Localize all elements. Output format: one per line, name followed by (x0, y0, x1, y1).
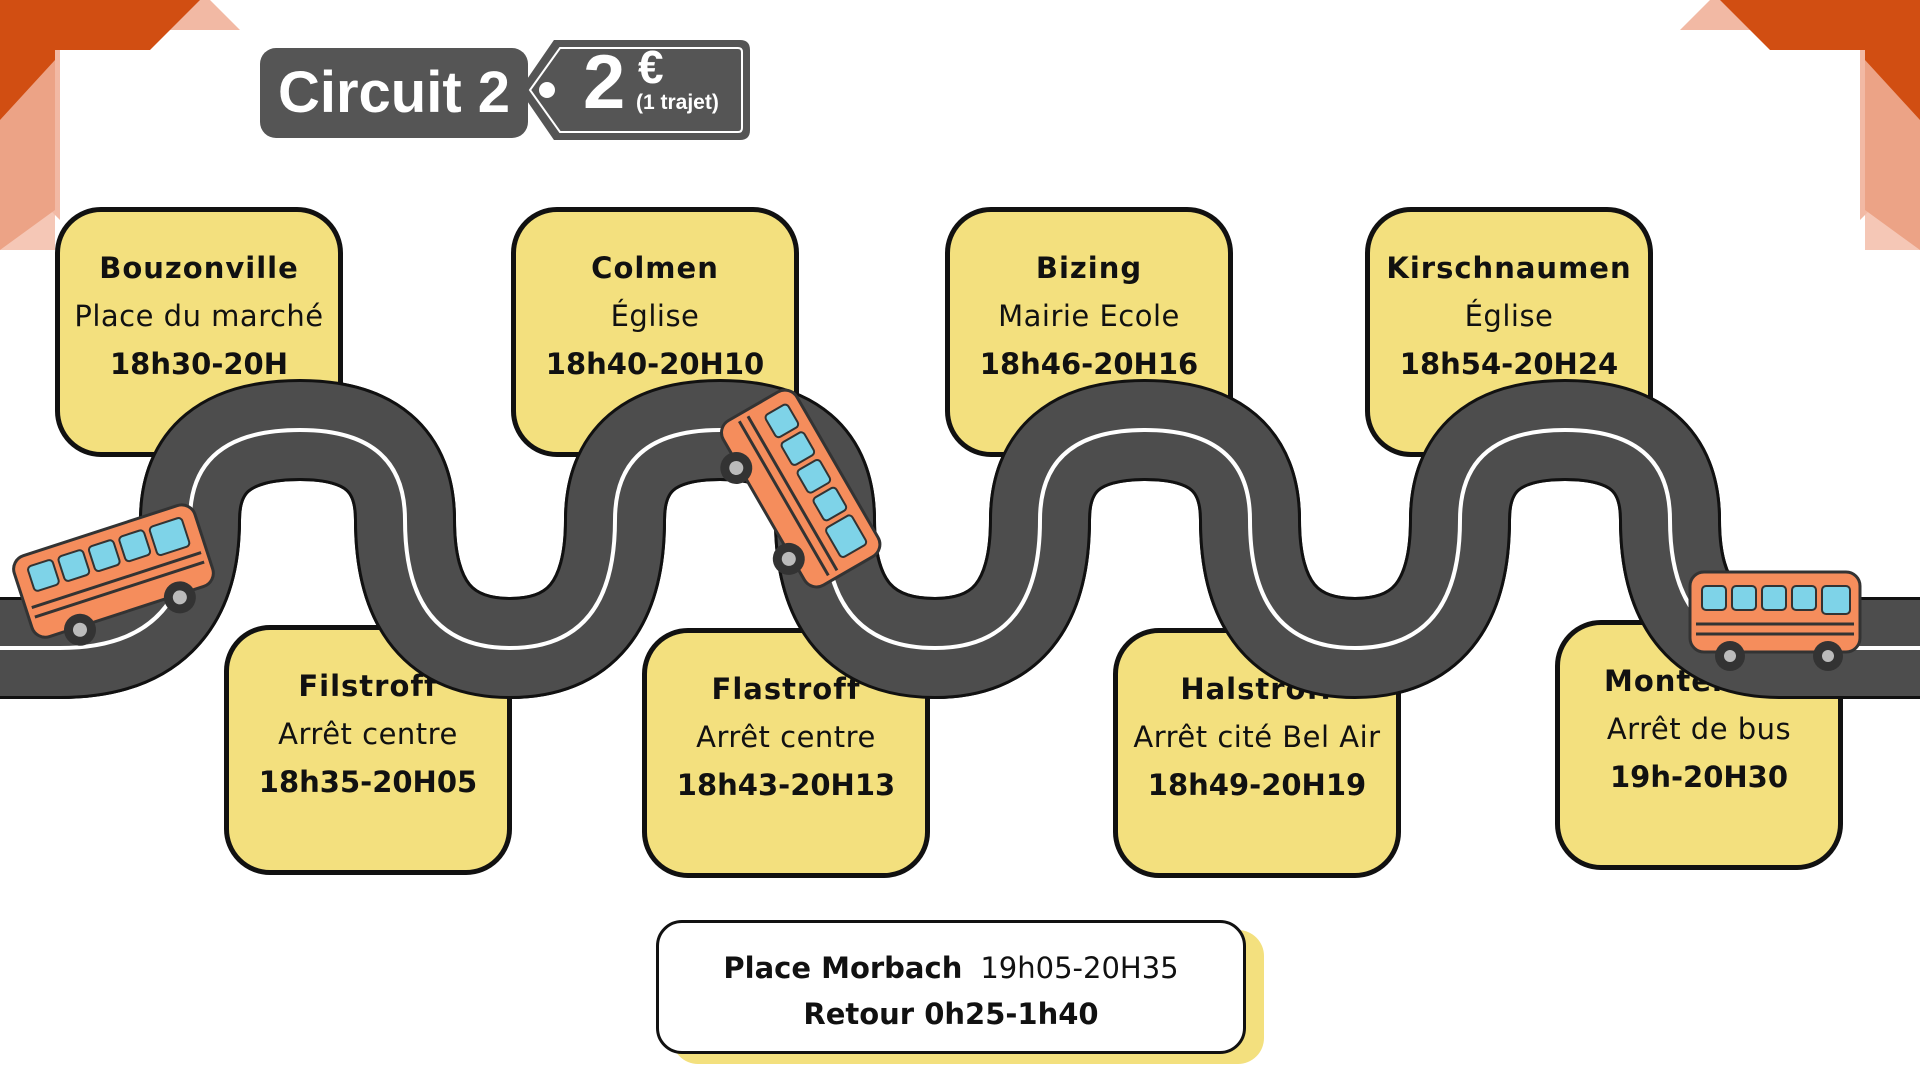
stop-place: Arrêt centre (278, 717, 458, 751)
corner-arrow-icon (1680, 0, 1920, 250)
price-note: (1 trajet) (636, 91, 719, 114)
stop-place: Arrêt cité Bel Air (1133, 720, 1381, 754)
stop-place: Mairie Ecole (998, 299, 1180, 333)
stop-time: 18h35-20H05 (258, 765, 478, 799)
price-currency: € (638, 41, 664, 93)
stop-card-halstroff: Halstroff Arrêt cité Bel Air 18h49-20H19 (1113, 628, 1401, 878)
stop-card-bizing: Bizing Mairie Ecole 18h46-20H16 (945, 207, 1233, 457)
stop-place: Église (1464, 299, 1554, 333)
stop-card-colmen: Colmen Église 18h40-20H10 (511, 207, 799, 457)
stop-town: Filstroff (298, 669, 438, 703)
stop-card-kirschnaumen: Kirschnaumen Église 18h54-20H24 (1365, 207, 1653, 457)
stop-place: Place du marché (74, 299, 324, 333)
final-return: Retour 0h25-1h40 (803, 997, 1099, 1031)
stop-town: Halstroff (1180, 672, 1334, 706)
final-destination-card: Place Morbach 19h05-20H35 Retour 0h25-1h4… (656, 920, 1246, 1054)
final-place-line: Place Morbach 19h05-20H35 (659, 945, 1243, 991)
stop-time: 18h43-20H13 (676, 768, 896, 802)
corner-arrow-icon (0, 0, 240, 250)
stop-time: 19h-20H30 (1609, 760, 1789, 794)
stop-town: Colmen (591, 251, 719, 285)
price-tag-icon (519, 40, 750, 140)
stop-time: 18h46-20H16 (979, 347, 1199, 381)
stop-town: Bouzonville (99, 251, 299, 285)
stop-time: 18h54-20H24 (1399, 347, 1619, 381)
stop-town: Bizing (1035, 251, 1143, 285)
stop-town: Flastroff (711, 672, 861, 706)
price-amount: 2 (583, 40, 626, 125)
stop-card-flastroff: Flastroff Arrêt centre 18h43-20H13 (642, 628, 930, 878)
road (0, 379, 1920, 699)
circuit-badge: Circuit 2 (260, 48, 528, 138)
stop-card-bouzonville: Bouzonville Place du marché 18h30-20H (55, 207, 343, 457)
stop-place: Arrêt centre (696, 720, 876, 754)
stop-card-filstroff: Filstroff Arrêt centre 18h35-20H05 (224, 625, 512, 875)
final-place: Place Morbach (723, 951, 963, 985)
stop-town: Montenach (1603, 664, 1794, 698)
stop-time: 18h49-20H19 (1147, 768, 1367, 802)
stop-time: 18h40-20H10 (545, 347, 765, 381)
stop-place: Arrêt de bus (1606, 712, 1792, 746)
stop-card-montenach: Montenach Arrêt de bus 19h-20H30 (1555, 620, 1843, 870)
stop-place: Église (610, 299, 700, 333)
final-time: 19h05-20H35 (980, 951, 1179, 985)
stop-town: Kirschnaumen (1386, 251, 1632, 285)
stop-time: 18h30-20H (109, 347, 289, 381)
